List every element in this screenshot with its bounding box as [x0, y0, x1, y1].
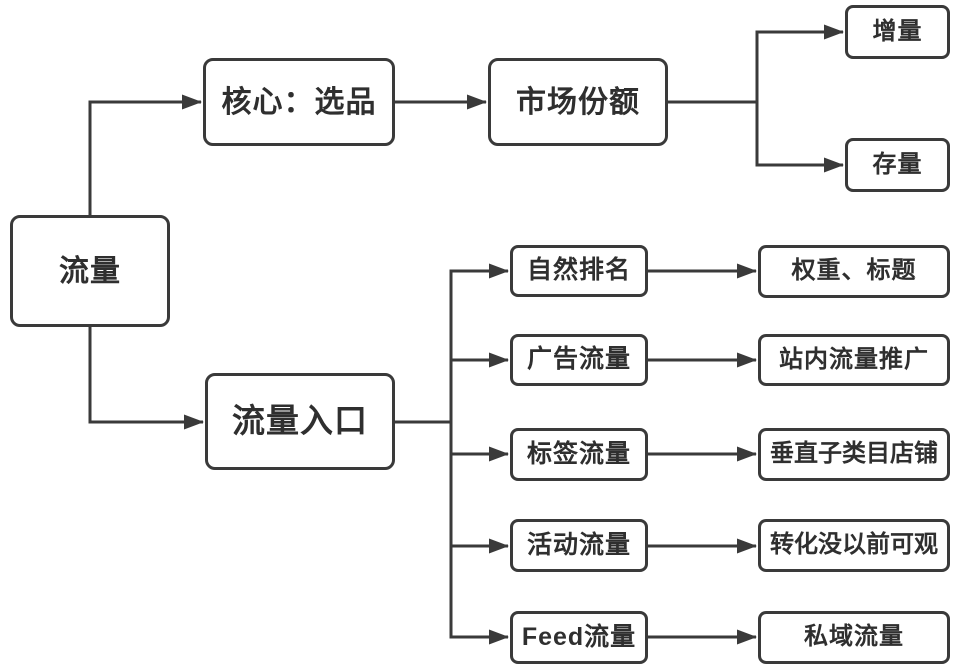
node-ad-traffic-label: 广告流量 — [526, 345, 631, 374]
node-traffic-entry-label: 流量入口 — [232, 402, 368, 440]
edge-entry-feed — [449, 422, 509, 645]
node-conversion-remark-label: 转化没以前可观 — [770, 531, 938, 559]
node-stock-label: 存量 — [872, 150, 923, 178]
node-weight-title-label: 权重、标题 — [791, 257, 917, 285]
node-onsite-promotion-label: 站内流量推广 — [779, 345, 929, 373]
edge-root-core — [88, 94, 202, 215]
node-market-share-label: 市场份额 — [516, 85, 640, 119]
node-natural-ranking: 自然排名 — [510, 245, 648, 297]
node-private-domain-traffic: 私域流量 — [758, 611, 950, 664]
node-core-selection-label: 核心：选品 — [221, 85, 377, 119]
node-vertical-subcategory-store: 垂直子类目店铺 — [758, 428, 950, 481]
node-conversion-remark: 转化没以前可观 — [758, 519, 950, 572]
node-onsite-promotion: 站内流量推广 — [758, 334, 950, 386]
node-traffic-label: 流量 — [59, 254, 121, 288]
node-vertical-subcategory-store-label: 垂直子类目店铺 — [770, 440, 938, 468]
edge-entry-activity — [449, 422, 509, 554]
node-tag-traffic-label: 标签流量 — [526, 439, 631, 468]
edge-entry-ad — [449, 352, 509, 422]
node-increment: 增量 — [845, 5, 950, 59]
node-feed-traffic-label: Feed流量 — [521, 622, 637, 651]
node-ad-traffic: 广告流量 — [510, 334, 648, 386]
edge-entry-tag — [449, 422, 509, 462]
node-feed-traffic: Feed流量 — [510, 611, 648, 664]
node-activity-traffic-label: 活动流量 — [526, 530, 631, 559]
node-weight-title: 权重、标题 — [758, 245, 950, 298]
edge-entry-natural — [449, 263, 509, 422]
node-core-selection: 核心：选品 — [203, 58, 395, 146]
node-natural-ranking-label: 自然排名 — [526, 256, 631, 285]
node-activity-traffic: 活动流量 — [510, 519, 648, 572]
node-stock: 存量 — [845, 138, 950, 192]
edge-market-increment — [755, 24, 844, 102]
node-increment-label: 增量 — [872, 17, 923, 45]
node-traffic: 流量 — [10, 215, 170, 327]
node-tag-traffic: 标签流量 — [510, 428, 648, 481]
edge-market-stock — [755, 102, 844, 173]
node-private-domain-traffic-label: 私域流量 — [804, 623, 904, 651]
edge-root-entry — [88, 327, 204, 430]
node-traffic-entry: 流量入口 — [205, 373, 395, 470]
node-market-share: 市场份额 — [488, 58, 668, 146]
